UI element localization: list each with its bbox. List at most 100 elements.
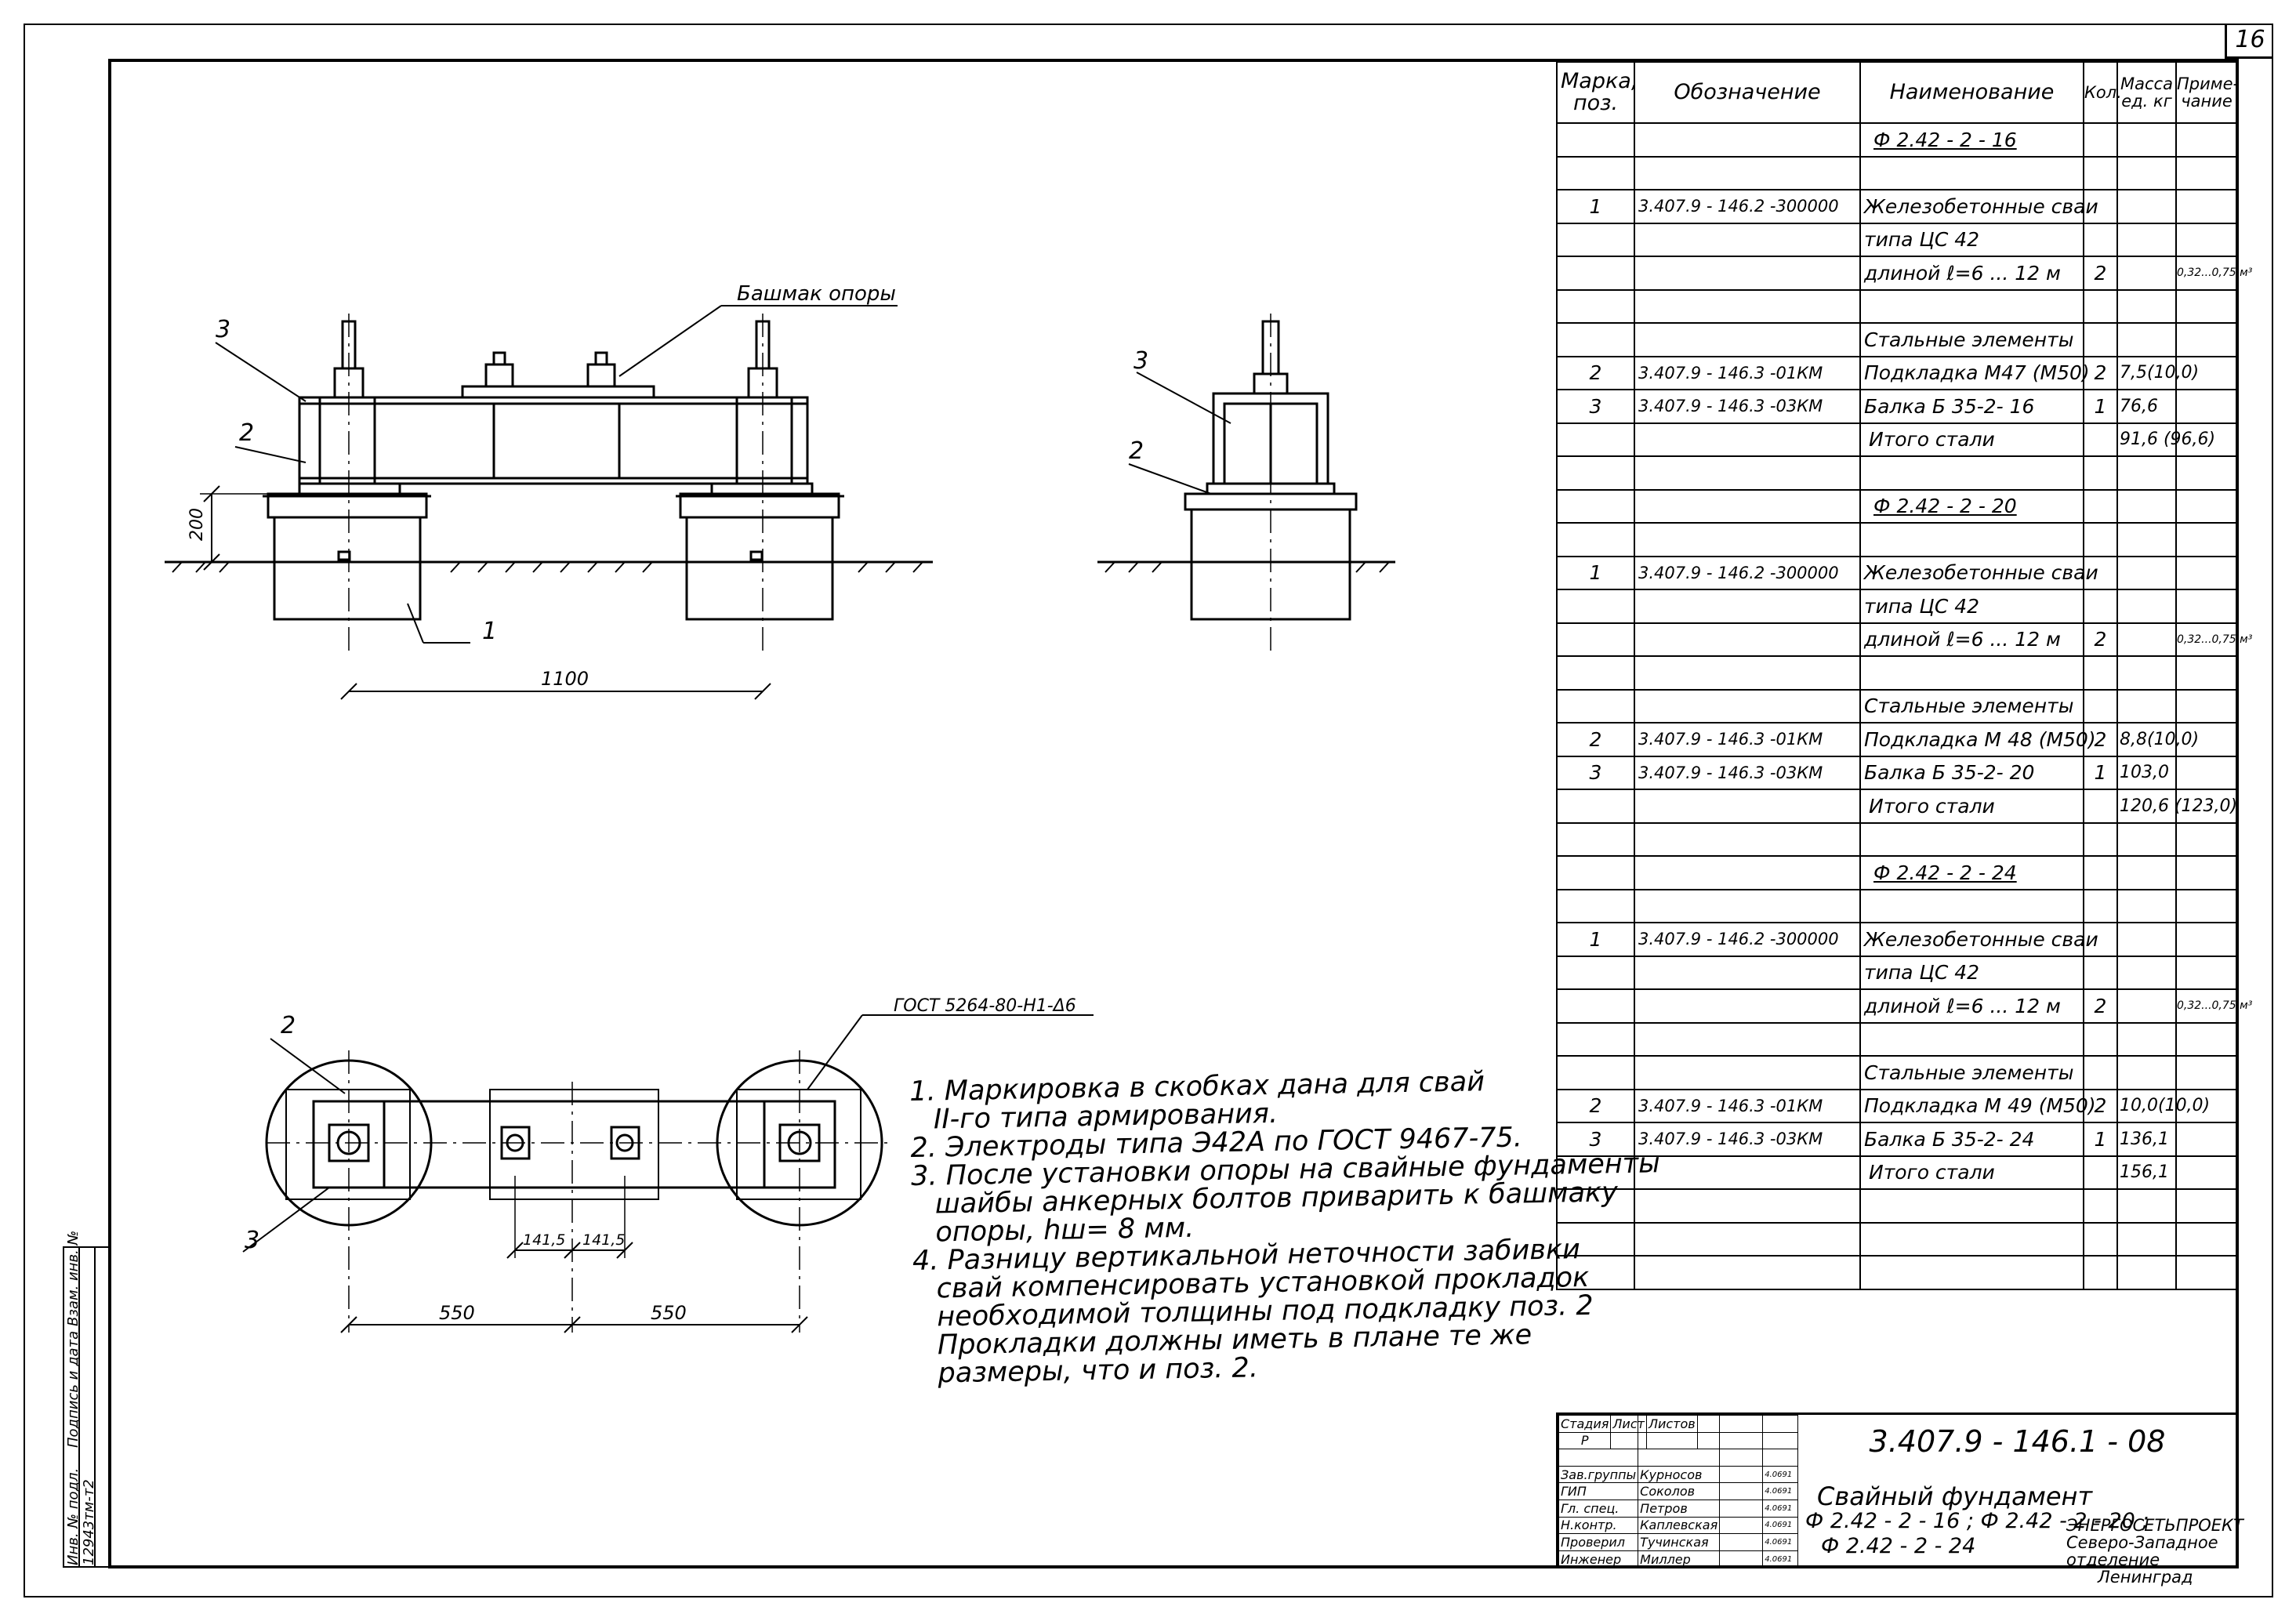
spec-cell [1634, 821, 1861, 857]
spec-cell [1556, 1155, 1635, 1190]
spec-header-row: Марка, поз. Обозначение Наименование Кол… [1556, 61, 2239, 124]
spec-cell: Итого стали [1859, 789, 2084, 824]
spec-row [1556, 155, 2238, 190]
spec-cell [1634, 589, 1861, 624]
spec-cell: типа ЦС 42 [1859, 589, 2084, 624]
spec-row: Итого стали 91,6 (96,6) [1556, 422, 2238, 457]
dim-141-a: 141,5 [523, 1231, 565, 1249]
spec-row [1556, 288, 2238, 324]
spec-cell [2175, 589, 2238, 624]
spec-cell: Ф 2.42 - 2 - 16 [1859, 122, 2084, 158]
stage-header: Стадия [1558, 1415, 1612, 1433]
signature-cell [1719, 1482, 1764, 1500]
stamp-empty-cell [1719, 1449, 1764, 1467]
spec-row [1556, 821, 2238, 857]
spec-cell [2083, 455, 2118, 491]
stamp-empty-cell [1762, 1415, 1799, 1433]
spec-cell [1556, 622, 1635, 657]
signature-cell: 4.0691 [1762, 1550, 1799, 1568]
spec-cell [2116, 655, 2177, 691]
signature-cell: Тучинская [1638, 1533, 1721, 1551]
spec-cell: 3.407.9 - 146.3 -03КМ [1634, 389, 1861, 424]
spec-cell [1556, 488, 1635, 524]
spec-cell [1556, 256, 1635, 291]
spec-cell [2116, 256, 2177, 291]
spec-cell [1556, 222, 1635, 257]
plan-pos-3: 3 [245, 1227, 259, 1254]
spec-cell: 91,6 (96,6) [2116, 422, 2215, 457]
spec-cell: Итого стали [1859, 422, 2084, 457]
stage-value: Р [1558, 1431, 1612, 1450]
spec-cell [2083, 688, 2118, 723]
spec-cell [1556, 655, 1635, 691]
spec-cell [1634, 655, 1861, 691]
stamp-empty-cell [1719, 1415, 1764, 1433]
spec-cell [1634, 988, 1861, 1024]
spec-cell [1859, 522, 2084, 557]
spec-cell [2175, 189, 2238, 224]
signature-cell: Инженер [1558, 1550, 1639, 1568]
spec-cell [1556, 789, 1635, 824]
spec-cell [2083, 955, 2118, 990]
spec-cell [2175, 555, 2238, 590]
signature-cell: Н.контр. [1558, 1516, 1639, 1535]
spec-cell [1556, 955, 1635, 990]
spec-cell: Ф 2.42 - 2 - 24 [1859, 855, 2084, 890]
spec-cell [1634, 789, 1861, 824]
spec-row: типа ЦС 42 [1556, 955, 2238, 990]
spec-cell: Подкладка М 49 (М50) [1859, 1088, 2096, 1123]
spec-cell [1859, 1188, 2084, 1224]
spec-cell: 3 [1556, 755, 1635, 790]
spec-cell [1859, 655, 2084, 691]
spec-cell [1556, 522, 1635, 557]
signature-cell: 4.0691 [1762, 1465, 1799, 1484]
spec-cell [2083, 1021, 2118, 1057]
spec-cell [2116, 1188, 2177, 1224]
spec-cell: 2 [2083, 622, 2118, 657]
spec-cell [2175, 122, 2238, 158]
spec-cell [1556, 1021, 1635, 1057]
plan-view [242, 1014, 1094, 1333]
spec-cell [2083, 288, 2118, 324]
specification-table: Марка, поз. Обозначение Наименование Кол… [1556, 61, 2252, 1290]
signature-cell [1719, 1499, 1764, 1518]
spec-cell: 1 [2083, 755, 2118, 790]
spec-cell: Железобетонные сваи [1859, 922, 2098, 957]
stamp-empty-cell [1719, 1431, 1764, 1450]
spec-cell [2175, 1088, 2238, 1123]
side-stamp-inv: Инв. № подл. [65, 1467, 82, 1565]
spec-cell [2083, 322, 2118, 357]
spec-cell [1634, 122, 1861, 158]
org-name: ЭНЕРГОСЕТЬПРОЕКТ [2066, 1516, 2243, 1535]
spec-cell [2116, 1055, 2177, 1090]
spec-cell: 2 [2083, 355, 2118, 390]
spec-cell: Стальные элементы [1859, 688, 2084, 723]
spec-cell [2175, 1221, 2238, 1257]
spec-cell: 3.407.9 - 146.2 -300000 [1634, 189, 1861, 224]
spec-cell [2175, 955, 2238, 990]
spec-cell [2116, 589, 2177, 624]
spec-cell [1634, 1055, 1861, 1090]
spec-cell [2083, 655, 2118, 691]
spec-cell: 8,8(10,0) [2116, 722, 2199, 757]
spec-cell: типа ЦС 42 [1859, 222, 2084, 257]
header-mass: Масса ед. кг [2116, 61, 2177, 124]
spec-cell: длиной ℓ=6 ... 12 м [1859, 622, 2084, 657]
spec-cell [2116, 189, 2177, 224]
spec-cell: 1 [2083, 389, 2118, 424]
signature-cell: ГИП [1558, 1482, 1639, 1500]
spec-cell [2116, 555, 2177, 590]
side-stamp: Инв. № подл. 12943тм-т2 Подпись и дата В… [63, 1231, 108, 1568]
spec-cell [2175, 322, 2238, 357]
spec-cell [1556, 122, 1635, 158]
org-branch: Северо-Западное отделение [2066, 1533, 2218, 1569]
front-view-labels: 3 2 1 Башмак опоры 1100 200 [187, 282, 896, 690]
spec-cell [2116, 155, 2177, 190]
document-title: Свайный фундамент [1817, 1481, 2093, 1511]
